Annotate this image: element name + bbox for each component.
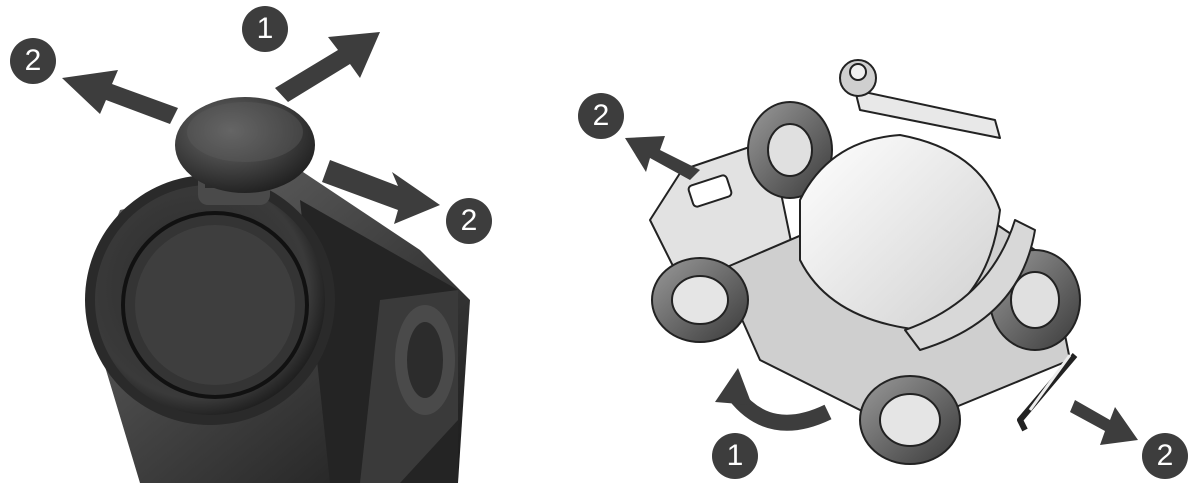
- arrow-side-left-2: [62, 70, 178, 124]
- arrow-front-right-2: [1070, 400, 1138, 445]
- wheelchair-drawing: [650, 60, 1080, 464]
- step-badge-1-left: 1: [242, 6, 288, 52]
- step-badge-2-left-top: 2: [10, 38, 56, 84]
- step-badge-1-right: 1: [712, 433, 758, 479]
- joystick-photo: [85, 97, 470, 483]
- step-badge-2-right-bottom: 2: [1142, 433, 1188, 479]
- arrow-back-left-2: [625, 136, 700, 180]
- step-badge-2-left-right: 2: [446, 198, 492, 244]
- step-badge-2-right-top: 2: [578, 93, 624, 139]
- arrow-forward-1: [275, 32, 380, 102]
